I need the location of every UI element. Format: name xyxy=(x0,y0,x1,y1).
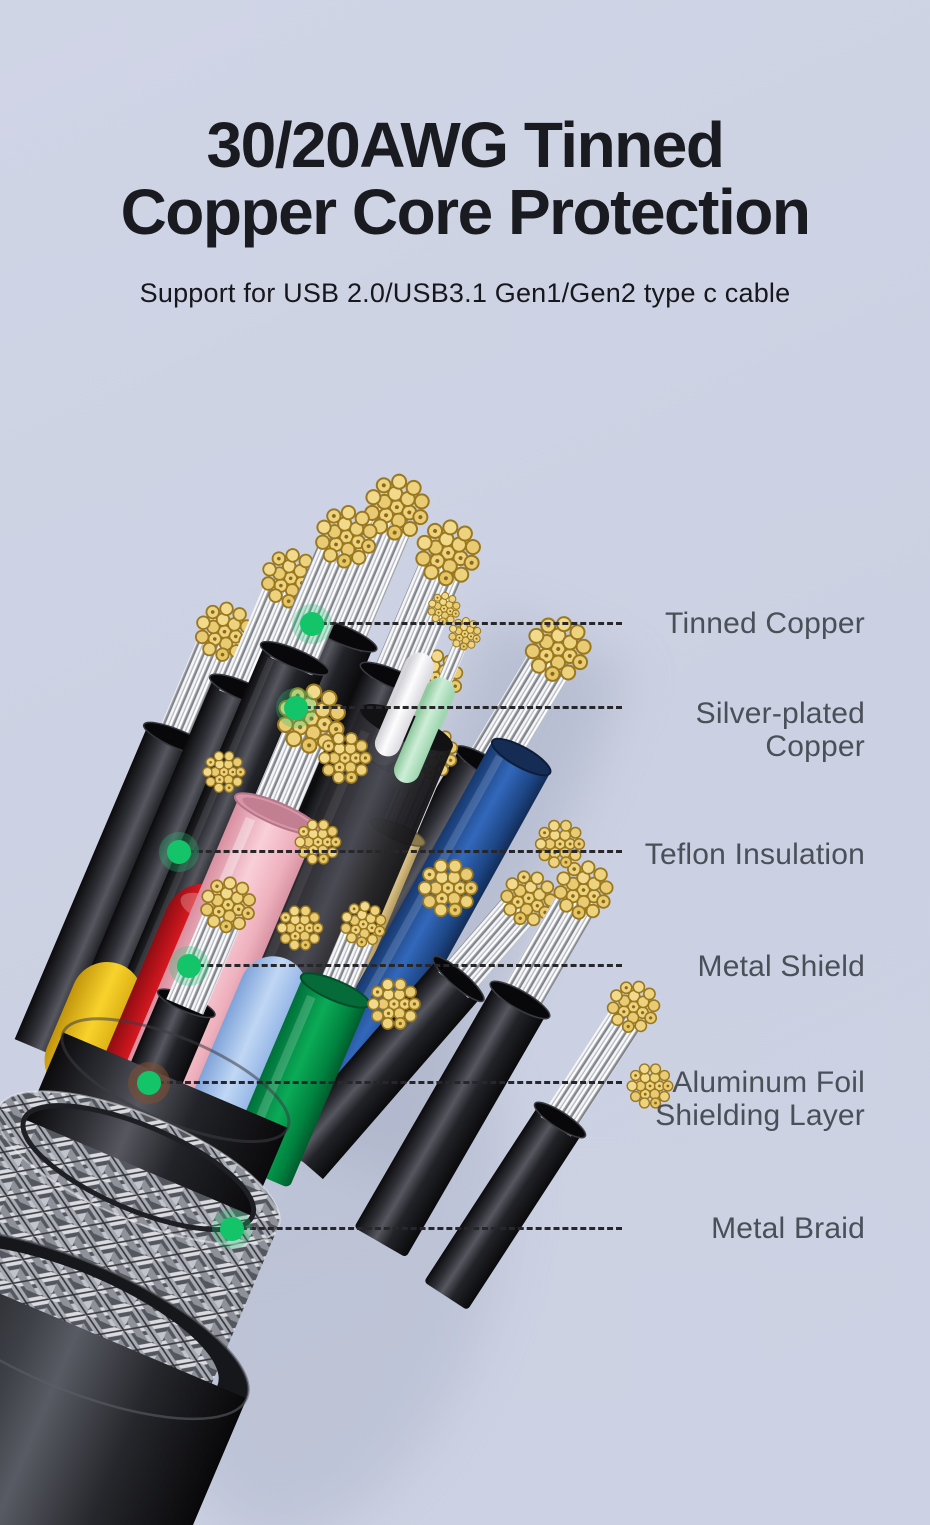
callout-marker-dot xyxy=(167,840,191,864)
callout-leader-line xyxy=(149,1081,622,1084)
page-subtitle: Support for USB 2.0/USB3.1 Gen1/Gen2 typ… xyxy=(139,278,791,308)
page-title-line2: Copper Core Protection xyxy=(120,176,811,248)
wire-shielded-fan-right-lower xyxy=(425,970,670,1309)
cable-base-stack xyxy=(0,1017,291,1525)
outer-jacket xyxy=(0,1228,250,1525)
callout-marker-dot xyxy=(177,954,201,978)
callout-leader-line xyxy=(312,622,622,625)
wire-shielded-fan-right-upper xyxy=(355,850,624,1257)
callout-label: Metal Braid xyxy=(711,1212,865,1245)
callout-leader-line xyxy=(232,1227,622,1230)
callout-marker-dot xyxy=(137,1071,161,1095)
callout-label: Aluminum Foil Shielding Layer xyxy=(655,1066,865,1132)
callout-marker-dot xyxy=(220,1217,244,1241)
page-title-line1: 30/20AWG Tinned xyxy=(206,109,725,181)
callout-label: Silver-plated Copper xyxy=(695,697,865,763)
callout-marker-dot xyxy=(300,612,324,636)
callout-leader-line xyxy=(189,964,622,967)
callout-marker-dot xyxy=(284,696,308,720)
callout-leader-line xyxy=(179,850,622,853)
page-title: 30/20AWG Tinned Copper Core Protection xyxy=(0,112,930,246)
callout-label: Metal Shield xyxy=(697,950,865,983)
callout-label: Tinned Copper xyxy=(665,607,865,640)
callout-label: Teflon Insulation xyxy=(644,838,865,871)
callout-leader-line xyxy=(296,706,622,709)
wire-shielded-right xyxy=(279,859,568,1180)
header: 30/20AWG Tinned Copper Core Protection S… xyxy=(0,112,930,309)
